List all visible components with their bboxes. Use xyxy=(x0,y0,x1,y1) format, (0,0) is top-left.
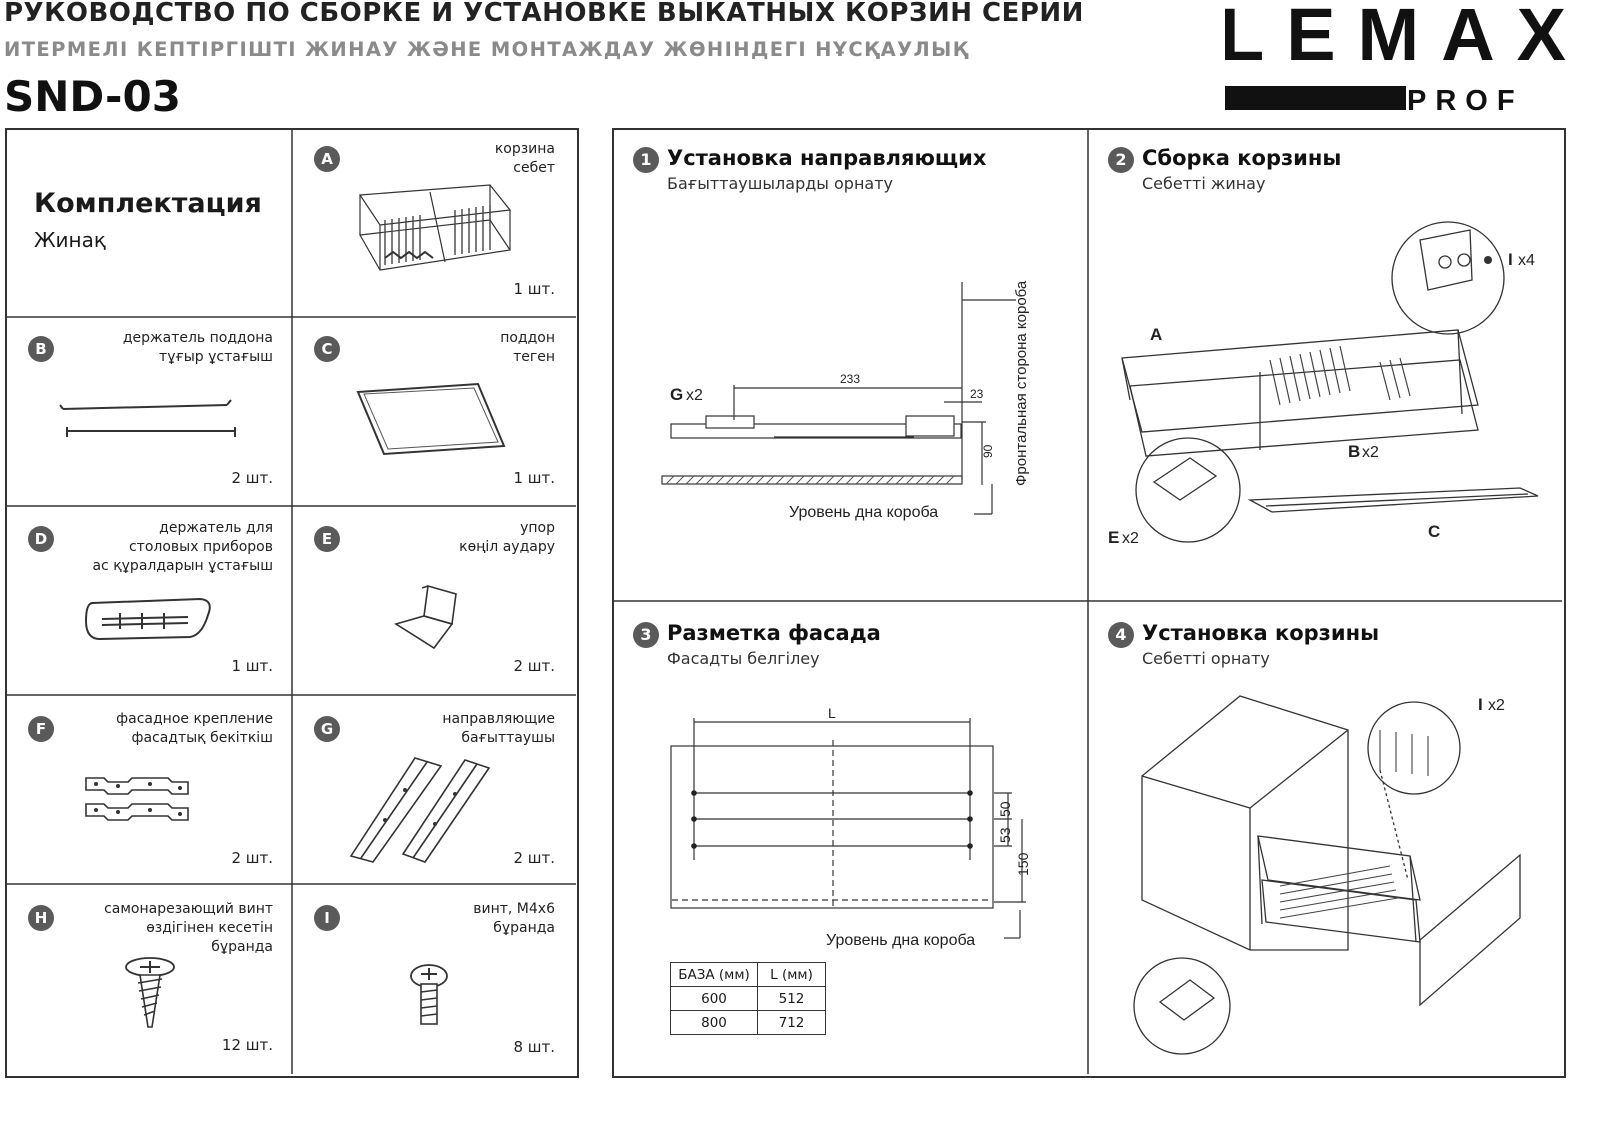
table-cell: 600 xyxy=(670,986,758,1011)
step-4-i-label: I xyxy=(1478,695,1483,714)
step-1-title: Установка направляющих xyxy=(667,146,987,170)
step-3-dim-150: 150 xyxy=(1015,852,1031,876)
step-2-a-label: A xyxy=(1150,325,1162,344)
m4-screw-icon xyxy=(410,964,448,1025)
step-3-dim-53: 53 xyxy=(997,827,1013,843)
badge-i: I xyxy=(314,905,340,931)
kit-item-g-qty: 2 шт. xyxy=(513,849,555,867)
table-cell: 512 xyxy=(757,986,826,1011)
kit-item-b-qty: 2 шт. xyxy=(231,469,273,487)
step-1-dim-233: 233 xyxy=(840,372,860,386)
table-row: 600 512 xyxy=(670,986,826,1011)
step-1-dim-90: 90 xyxy=(981,444,995,458)
kit-item-a-qty: 1 шт. xyxy=(513,280,555,298)
step-2-b-count: x2 xyxy=(1362,444,1379,461)
table-header-l: L (мм) xyxy=(757,962,826,987)
step-3-dim-50: 50 xyxy=(997,801,1013,817)
step-4-diagram: I x2 xyxy=(1133,695,1521,1055)
facade-mount-icon xyxy=(85,777,189,821)
kit-subtitle: Жинақ xyxy=(34,228,106,252)
self-tapping-screw-icon xyxy=(125,957,175,1028)
step-2-e-label: E xyxy=(1108,528,1119,547)
step-2-e-count: x2 xyxy=(1122,530,1139,547)
cutlery-holder-icon xyxy=(84,597,211,641)
badge-a: A xyxy=(314,146,340,172)
step-2-i-count: x4 xyxy=(1518,252,1535,269)
badge-f: F xyxy=(28,716,54,742)
step-1-bottom-level-label: Уровень дна короба xyxy=(789,504,938,521)
step-3-diagram: L 50 53 150 Уровень дна короба xyxy=(670,705,1031,949)
step-1-dim-23: 23 xyxy=(970,387,984,401)
kit-item-i-qty: 8 шт. xyxy=(513,1038,555,1056)
steps-panel xyxy=(612,128,1566,1078)
kit-item-h-qty: 12 шт. xyxy=(221,1036,273,1054)
step-1-subtitle: Бағыттаушыларды орнату xyxy=(667,174,894,193)
step-1-diagram: G x2 233 23 90 Фронтальная сторона короб… xyxy=(661,280,1030,521)
step-1-number: 1 xyxy=(633,147,659,173)
kit-item-f-qty: 2 шт. xyxy=(231,849,273,867)
tray-icon xyxy=(356,382,506,456)
step-1-g-count: x2 xyxy=(686,387,703,404)
badge-g: G xyxy=(314,716,340,742)
step-2-i-label: I xyxy=(1508,250,1513,269)
step-4-title: Установка корзины xyxy=(1142,621,1380,645)
logo-text: LEMAX xyxy=(1225,0,1588,76)
step-3-subtitle: Фасадты белгілеу xyxy=(667,649,820,668)
logo-sub: PROF xyxy=(1407,85,1524,117)
table-row: 800 712 xyxy=(670,1010,826,1035)
step-2-b-label: B xyxy=(1348,442,1360,461)
model-code: SND-03 xyxy=(4,72,181,121)
step-3-number: 3 xyxy=(633,622,659,648)
step-2-diagram: A B x2 C E x2 I x4 xyxy=(1108,221,1539,547)
stopper-icon xyxy=(394,584,457,650)
badge-b: B xyxy=(28,336,54,362)
badge-c: C xyxy=(314,336,340,362)
step-4-subtitle: Себетті орнату xyxy=(1142,649,1270,668)
step-3-title: Разметка фасада xyxy=(667,621,881,645)
base-size-table: БАЗА (мм) L (мм) 600 512 800 712 xyxy=(670,962,826,1035)
badge-d: D xyxy=(28,526,54,552)
table-header-base: БАЗА (мм) xyxy=(670,962,758,987)
step-3-l-label: L xyxy=(828,705,836,721)
kit-item-c-qty: 1 шт. xyxy=(513,469,555,487)
title-ru: РУКОВОДСТВО ПО СБОРКЕ И УСТАНОВКЕ ВЫКАТН… xyxy=(4,0,1084,28)
step-3-bottom-level-label: Уровень дна короба xyxy=(826,932,975,949)
badge-e: E xyxy=(314,526,340,552)
kit-item-e-qty: 2 шт. xyxy=(513,657,555,675)
title-kz: ИТЕРМЕЛІ КЕПТІРГІШТІ ЖИНАУ ЖӘНЕ МОНТАЖДА… xyxy=(4,38,970,61)
badge-h: H xyxy=(28,905,54,931)
step-2-title: Сборка корзины xyxy=(1142,146,1342,170)
step-4-number: 4 xyxy=(1108,622,1134,648)
step-4-i-count: x2 xyxy=(1488,697,1505,714)
step-2-subtitle: Себетті жинау xyxy=(1142,174,1266,193)
table-cell: 800 xyxy=(670,1010,758,1035)
basket-icon xyxy=(358,184,512,271)
step-1-front-side-label: Фронтальная сторона короба xyxy=(1013,280,1030,486)
kit-item-d-qty: 1 шт. xyxy=(231,657,273,675)
step-2-c-label: C xyxy=(1428,522,1440,541)
kit-title: Комплектация xyxy=(34,188,262,219)
step-2-number: 2 xyxy=(1108,147,1134,173)
table-cell: 712 xyxy=(757,1010,826,1035)
guide-rails-icon xyxy=(349,757,491,863)
tray-holder-icon xyxy=(59,399,236,437)
brand-logo: LEMAX PROF xyxy=(1225,0,1588,117)
step-1-g-label: G xyxy=(670,385,683,404)
